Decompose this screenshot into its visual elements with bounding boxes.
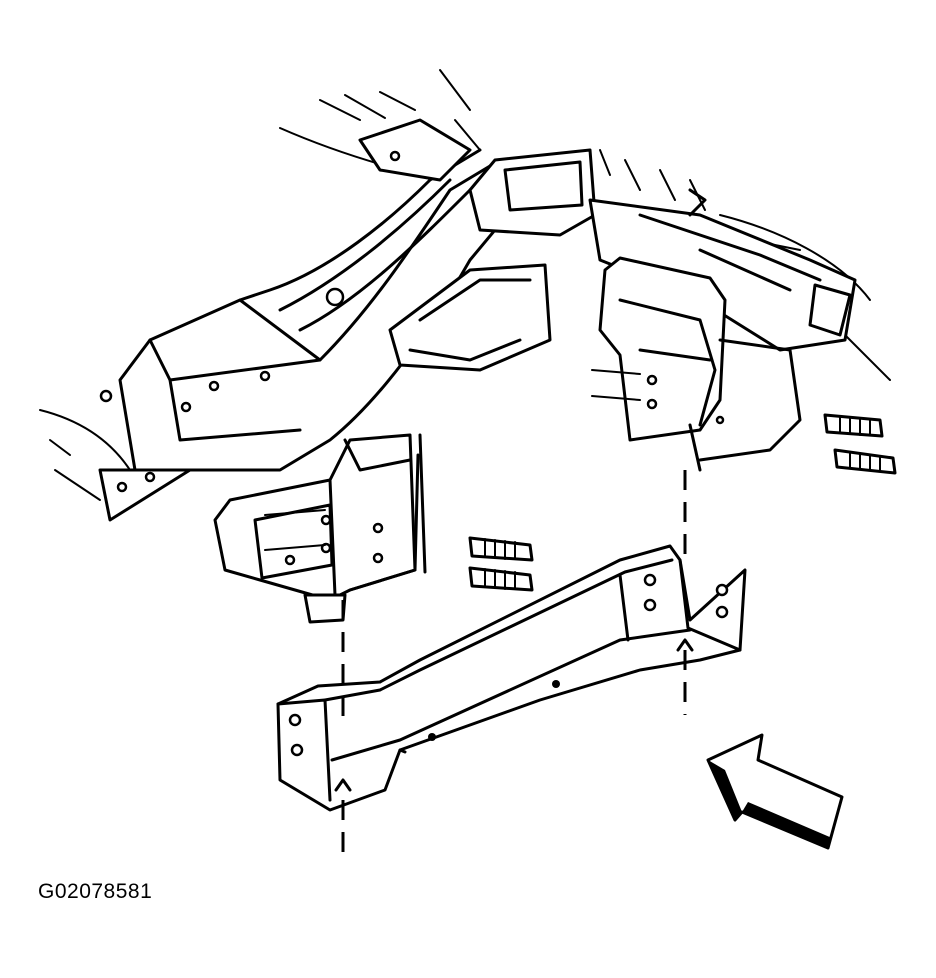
front-direction-arrow-icon [706, 733, 844, 850]
left-mount-bracket [213, 433, 427, 624]
right-mount-bolts [823, 413, 897, 475]
left-mount-bolts [468, 536, 534, 592]
right-frame-rail [588, 188, 857, 352]
alignment-guides [334, 470, 694, 860]
transmission-crossmember [276, 544, 747, 812]
right-mount-bracket [591, 256, 802, 472]
upper-crossmember [358, 118, 597, 372]
figure-id-label: G02078581 [38, 880, 153, 903]
